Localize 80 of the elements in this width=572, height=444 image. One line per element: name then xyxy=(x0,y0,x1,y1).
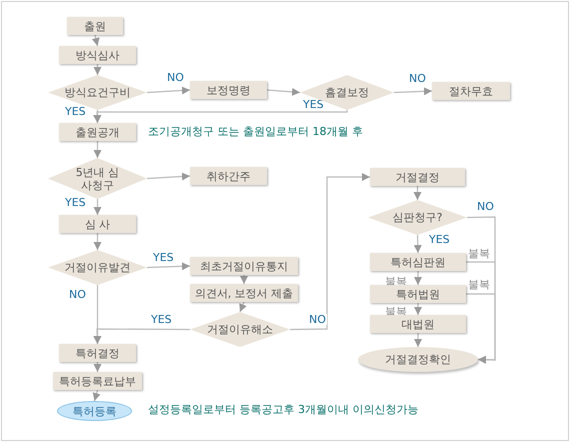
arrow xyxy=(266,88,300,96)
arrow xyxy=(290,173,370,330)
edge-label: YES xyxy=(150,314,173,325)
node-label: 출원 xyxy=(84,20,106,32)
process-box xyxy=(432,82,510,100)
arrow xyxy=(92,34,100,46)
edge-label: YES xyxy=(428,234,451,245)
arrow xyxy=(93,328,190,344)
process-box xyxy=(190,81,267,99)
node-label: 거절결정 xyxy=(396,170,440,184)
arrow xyxy=(94,362,102,372)
arrow xyxy=(414,271,422,285)
edge-label: YES xyxy=(152,252,175,263)
process-box xyxy=(190,284,298,302)
arrow xyxy=(466,293,496,364)
decision-diamond xyxy=(190,312,290,347)
arrow xyxy=(94,141,102,158)
node-label: 심판청구? xyxy=(392,211,442,224)
process-box xyxy=(59,123,136,141)
node-label: 취하간주 xyxy=(206,170,250,182)
node-label: 5년내 심사청구 xyxy=(74,166,120,192)
node-label: 거절이유발견 xyxy=(64,261,130,274)
edge-label: NO xyxy=(408,73,427,84)
edge-label: NO xyxy=(68,289,87,300)
edge-label: YES xyxy=(64,197,87,208)
process-box xyxy=(59,344,136,362)
decision-diamond xyxy=(300,75,394,110)
node-label: 특허등록 xyxy=(72,404,116,418)
node-label: 의견서, 보정서 제출 xyxy=(194,286,294,300)
node-label: 흠결보정 xyxy=(325,86,369,99)
node-label: 방식심사 xyxy=(76,48,120,62)
arrow xyxy=(146,262,190,270)
process-box xyxy=(370,315,466,333)
edge-label: NO xyxy=(308,314,327,325)
node-label: 방식요건구비 xyxy=(64,86,130,99)
decision-diamond xyxy=(368,200,467,235)
node-label: 특허법원 xyxy=(396,288,440,300)
arrow xyxy=(94,64,102,75)
arrow xyxy=(414,333,422,347)
node-label: 특허등록료납부 xyxy=(59,374,136,388)
process-box xyxy=(190,257,298,275)
process-box xyxy=(67,17,123,35)
process-box xyxy=(370,285,466,303)
process-box xyxy=(370,168,465,186)
edge-label: 불복 xyxy=(467,279,491,290)
node-label: 대법원 xyxy=(402,318,434,330)
arrow xyxy=(239,302,247,312)
node-label: 심 사 xyxy=(84,218,110,230)
node-label: 특허결정 xyxy=(76,346,120,360)
terminal-oval xyxy=(358,347,478,372)
node-label: 최초거절이유통지 xyxy=(200,260,288,272)
arrow xyxy=(94,199,102,215)
process-box xyxy=(370,253,466,271)
edge-label: NO xyxy=(166,72,185,83)
node-label: 특허심판원 xyxy=(390,256,446,268)
arrow xyxy=(240,275,248,284)
node-label: 거절결정확인 xyxy=(385,353,451,366)
arrow xyxy=(146,86,190,94)
edge-label: NO xyxy=(476,201,495,212)
note-text: 설정등록일로부터 등록공고후 3개월이내 이의신청가능 xyxy=(148,403,418,417)
arrow xyxy=(94,233,102,250)
process-box xyxy=(59,46,136,64)
decision-diamond xyxy=(48,250,147,285)
process-box xyxy=(190,167,267,185)
arrow xyxy=(394,87,432,96)
arrow xyxy=(93,110,348,124)
node-label: 출원공개 xyxy=(76,126,120,138)
decision-diamond xyxy=(48,158,147,199)
node-label: 절차무효 xyxy=(449,84,493,98)
process-box xyxy=(53,372,142,390)
arrow xyxy=(92,390,100,402)
arrow xyxy=(414,234,422,254)
arrow xyxy=(146,172,190,180)
edge-label: 불복 xyxy=(467,248,491,259)
node-label: 거절이유해소 xyxy=(207,323,273,336)
process-box xyxy=(59,215,136,233)
arrow xyxy=(414,303,422,315)
arrow xyxy=(414,186,422,200)
node-label: 보정명령 xyxy=(206,84,250,96)
note-text: 조기공개청구 또는 출원일로부터 18개월 후 xyxy=(148,125,363,139)
